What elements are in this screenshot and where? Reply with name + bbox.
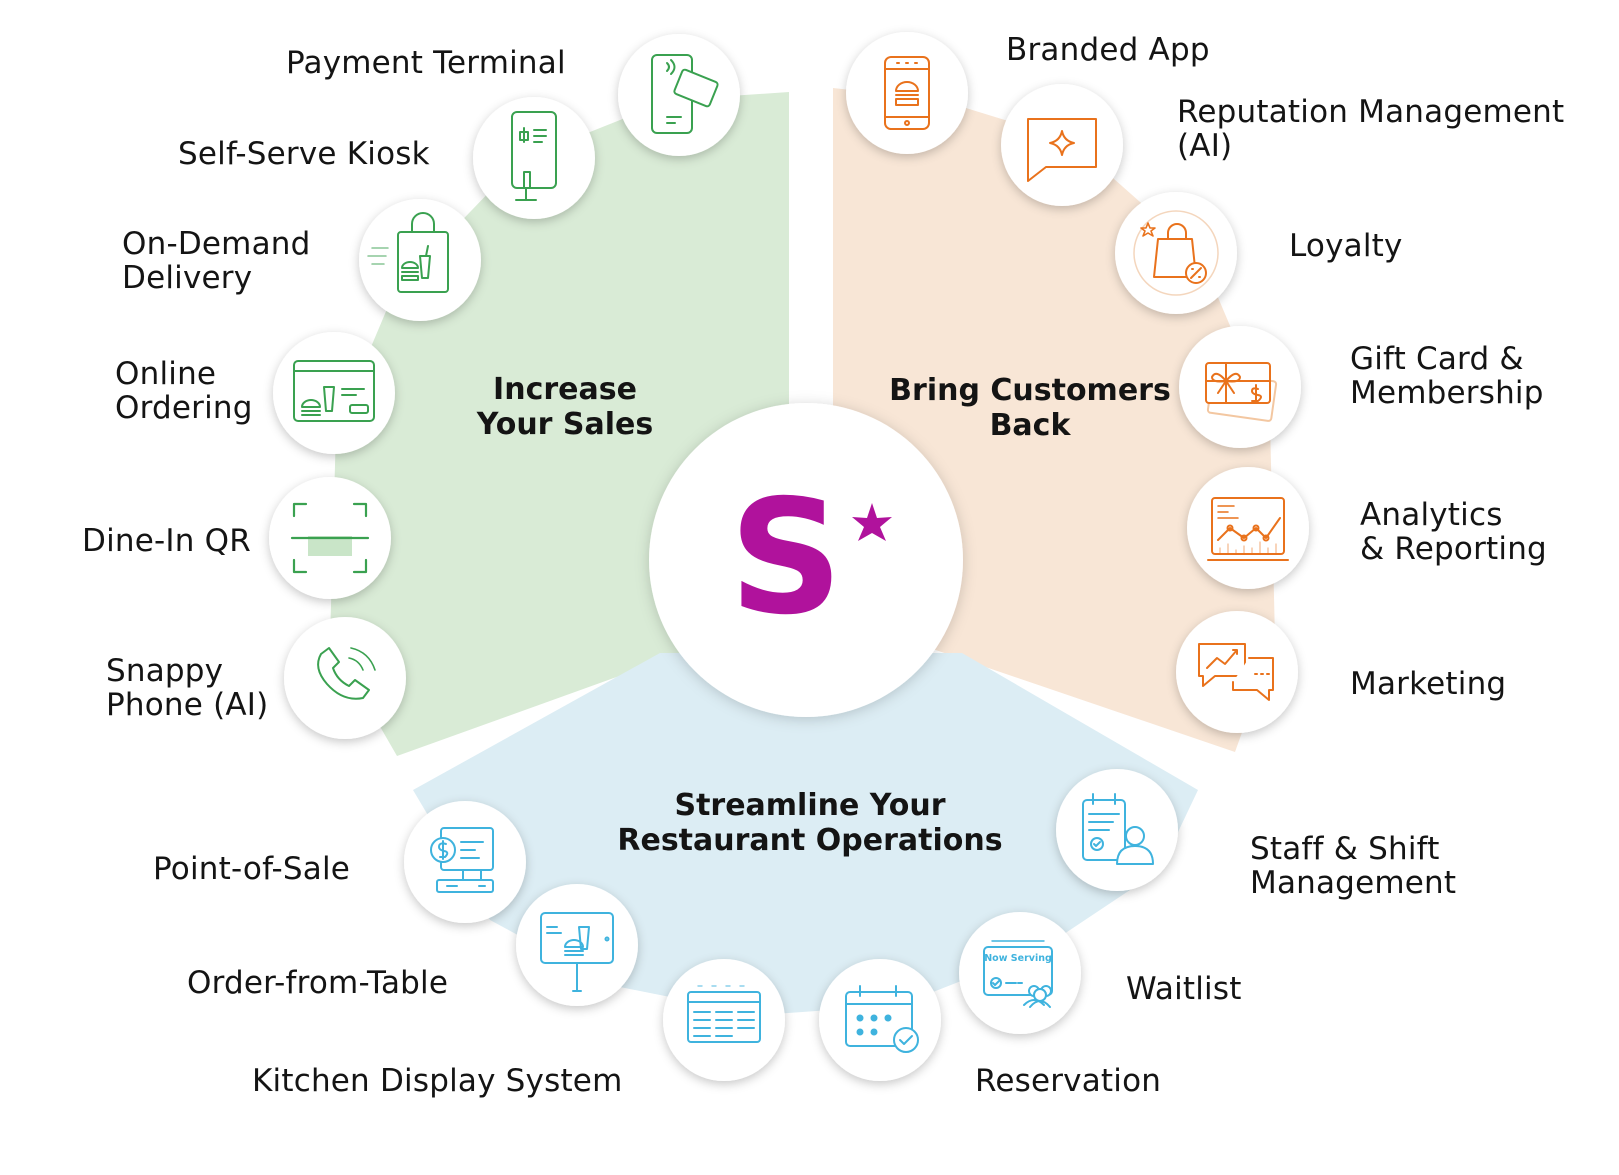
sector-title-customers-line1: Bring Customers bbox=[889, 373, 1171, 408]
brand-logo-letter: S bbox=[729, 466, 843, 650]
now-serving-text: Now Serving bbox=[984, 953, 1052, 964]
now-serving-icon bbox=[983, 940, 1053, 1008]
label-kitchen-display: Kitchen Display System bbox=[252, 1063, 623, 1099]
label-snappy-phone: Snappy Phone (AI) bbox=[106, 653, 269, 723]
dine-in-qr-node[interactable] bbox=[269, 477, 391, 599]
sector-title-customers-line2: Back bbox=[989, 408, 1071, 443]
label-self-serve-kiosk: Self-Serve Kiosk bbox=[178, 136, 430, 172]
gift-card-icon bbox=[1205, 362, 1278, 422]
analytics-chart-icon bbox=[1207, 497, 1289, 561]
sector-title-customers: Bring Customers Back bbox=[880, 373, 1180, 443]
calendar-check-icon bbox=[845, 985, 919, 1053]
sector-title-sales: Increase Your Sales bbox=[440, 372, 690, 442]
delivery-bag-icon bbox=[367, 212, 449, 293]
label-gift-card: Gift Card & Membership bbox=[1350, 341, 1544, 411]
loyalty-bag-icon bbox=[1140, 222, 1207, 284]
on-demand-delivery-node[interactable] bbox=[359, 199, 481, 321]
snappy-phone-node[interactable] bbox=[284, 617, 406, 739]
staff-clipboard-icon bbox=[1082, 793, 1154, 865]
label-dine-in-qr: Dine-In QR bbox=[82, 523, 251, 559]
label-reputation-management: Reputation Management (AI) bbox=[1177, 94, 1565, 164]
payment-terminal-icon bbox=[651, 54, 719, 134]
label-staff-shift: Staff & Shift Management bbox=[1250, 831, 1457, 901]
sector-title-operations-line2: Restaurant Operations bbox=[617, 823, 1003, 858]
label-analytics: Analytics & Reporting bbox=[1360, 497, 1547, 567]
order-from-table-node[interactable] bbox=[516, 884, 638, 1006]
waitlist-node[interactable]: Now Serving bbox=[959, 912, 1081, 1034]
staff-shift-node[interactable] bbox=[1056, 769, 1178, 891]
chat-sparkle-icon bbox=[1027, 118, 1097, 182]
sector-title-operations-line1: Streamline Your bbox=[674, 788, 946, 823]
online-ordering-node[interactable] bbox=[273, 332, 395, 454]
center-circle bbox=[649, 403, 963, 717]
label-loyalty: Loyalty bbox=[1289, 228, 1403, 264]
sector-title-sales-line2: Your Sales bbox=[476, 407, 654, 442]
pos-terminal-icon bbox=[430, 827, 494, 893]
table-tablet-icon bbox=[540, 912, 614, 992]
qr-scan-icon bbox=[290, 502, 370, 574]
label-branded-app: Branded App bbox=[1006, 32, 1210, 68]
analytics-node[interactable] bbox=[1187, 467, 1309, 589]
label-order-from-table: Order-from-Table bbox=[187, 965, 449, 1001]
label-reservation: Reservation bbox=[975, 1063, 1162, 1099]
kitchen-display-node[interactable] bbox=[663, 959, 785, 1081]
phone-icon bbox=[317, 647, 376, 700]
label-waitlist: Waitlist bbox=[1126, 971, 1242, 1007]
brand-logo-star bbox=[852, 503, 892, 541]
label-online-ordering: Online Ordering bbox=[115, 356, 253, 426]
point-of-sale-node[interactable] bbox=[404, 801, 526, 923]
label-marketing: Marketing bbox=[1350, 666, 1507, 702]
self-serve-kiosk-node[interactable] bbox=[473, 97, 595, 219]
mobile-app-icon bbox=[884, 56, 930, 130]
kiosk-icon bbox=[511, 111, 557, 201]
sector-title-operations: Streamline Your Restaurant Operations bbox=[600, 788, 1020, 858]
kitchen-display-icon bbox=[687, 985, 761, 1043]
label-payment-terminal: Payment Terminal bbox=[286, 45, 566, 81]
marketing-node[interactable] bbox=[1176, 611, 1298, 733]
sector-title-sales-line1: Increase bbox=[493, 372, 637, 407]
reservation-node[interactable] bbox=[819, 959, 941, 1081]
gift-card-node[interactable] bbox=[1179, 326, 1301, 448]
loyalty-node[interactable] bbox=[1115, 192, 1237, 314]
payment-terminal-node[interactable] bbox=[618, 34, 740, 156]
label-on-demand-delivery: On-Demand Delivery bbox=[122, 226, 311, 296]
label-point-of-sale: Point-of-Sale bbox=[153, 851, 351, 887]
branded-app-node[interactable] bbox=[846, 32, 968, 154]
marketing-chat-icon bbox=[1198, 643, 1274, 701]
online-ordering-icon bbox=[293, 360, 375, 422]
reputation-management-node[interactable] bbox=[1001, 84, 1123, 206]
